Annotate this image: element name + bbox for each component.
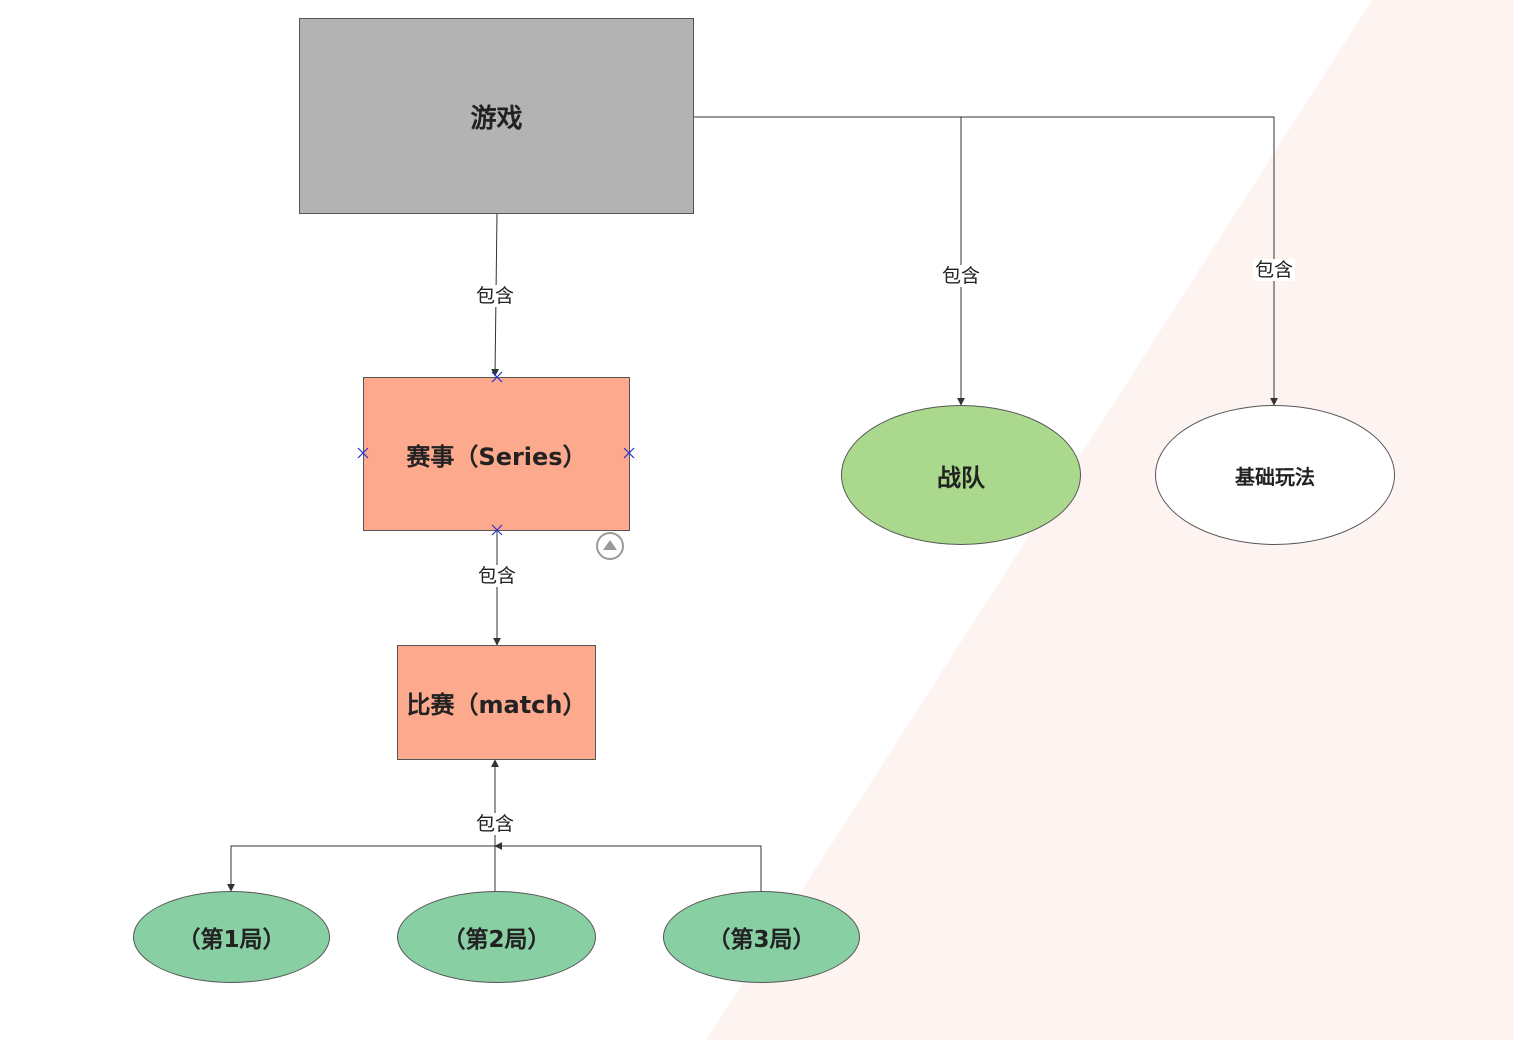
node-rules[interactable]: 基础玩法	[1155, 405, 1395, 545]
edge-game-rules[interactable]	[961, 116, 1278, 406]
edge-game-team[interactable]	[693, 116, 965, 406]
edge-label-game-series[interactable]: 包含	[473, 285, 517, 307]
triangle-up-icon	[603, 540, 617, 550]
connection-handle-top[interactable]	[490, 370, 504, 384]
node-round2-label: （第2局）	[442, 927, 551, 953]
node-team-label: 战队	[937, 463, 985, 492]
node-round1-label: （第1局）	[177, 927, 286, 953]
connection-handle-right[interactable]	[622, 446, 636, 460]
node-round3[interactable]: （第3局）	[663, 891, 860, 983]
node-series-label: 赛事（Series）	[406, 442, 587, 471]
node-round2[interactable]: （第2局）	[397, 891, 596, 983]
edge-match-round1[interactable]	[227, 845, 495, 892]
node-match-label: 比赛（match）	[406, 691, 587, 719]
x-cross-icon	[357, 447, 369, 459]
collapse-button[interactable]	[596, 532, 624, 560]
node-match[interactable]: 比赛（match）	[397, 645, 596, 760]
node-game-label: 游戏	[470, 103, 523, 134]
edge-label-game-rules[interactable]: 包含	[1252, 259, 1296, 281]
x-cross-icon	[623, 447, 635, 459]
node-team[interactable]: 战队	[841, 405, 1081, 545]
edge-label-series-match[interactable]: 包含	[475, 565, 519, 587]
connection-handle-left[interactable]	[356, 446, 370, 460]
edge-label-game-team[interactable]: 包含	[939, 265, 983, 287]
x-cross-icon	[491, 371, 503, 383]
edge-label-rounds-match[interactable]: 包含	[473, 813, 517, 835]
node-round1[interactable]: （第1局）	[133, 891, 330, 983]
x-cross-icon	[491, 524, 503, 536]
node-round3-label: （第3局）	[707, 927, 816, 953]
edge-round3-match[interactable]	[494, 842, 762, 892]
node-rules-label: 基础玩法	[1235, 464, 1315, 489]
node-series[interactable]: 赛事（Series）	[363, 377, 630, 531]
connection-handle-bottom[interactable]	[490, 523, 504, 537]
node-game[interactable]: 游戏	[299, 18, 694, 214]
